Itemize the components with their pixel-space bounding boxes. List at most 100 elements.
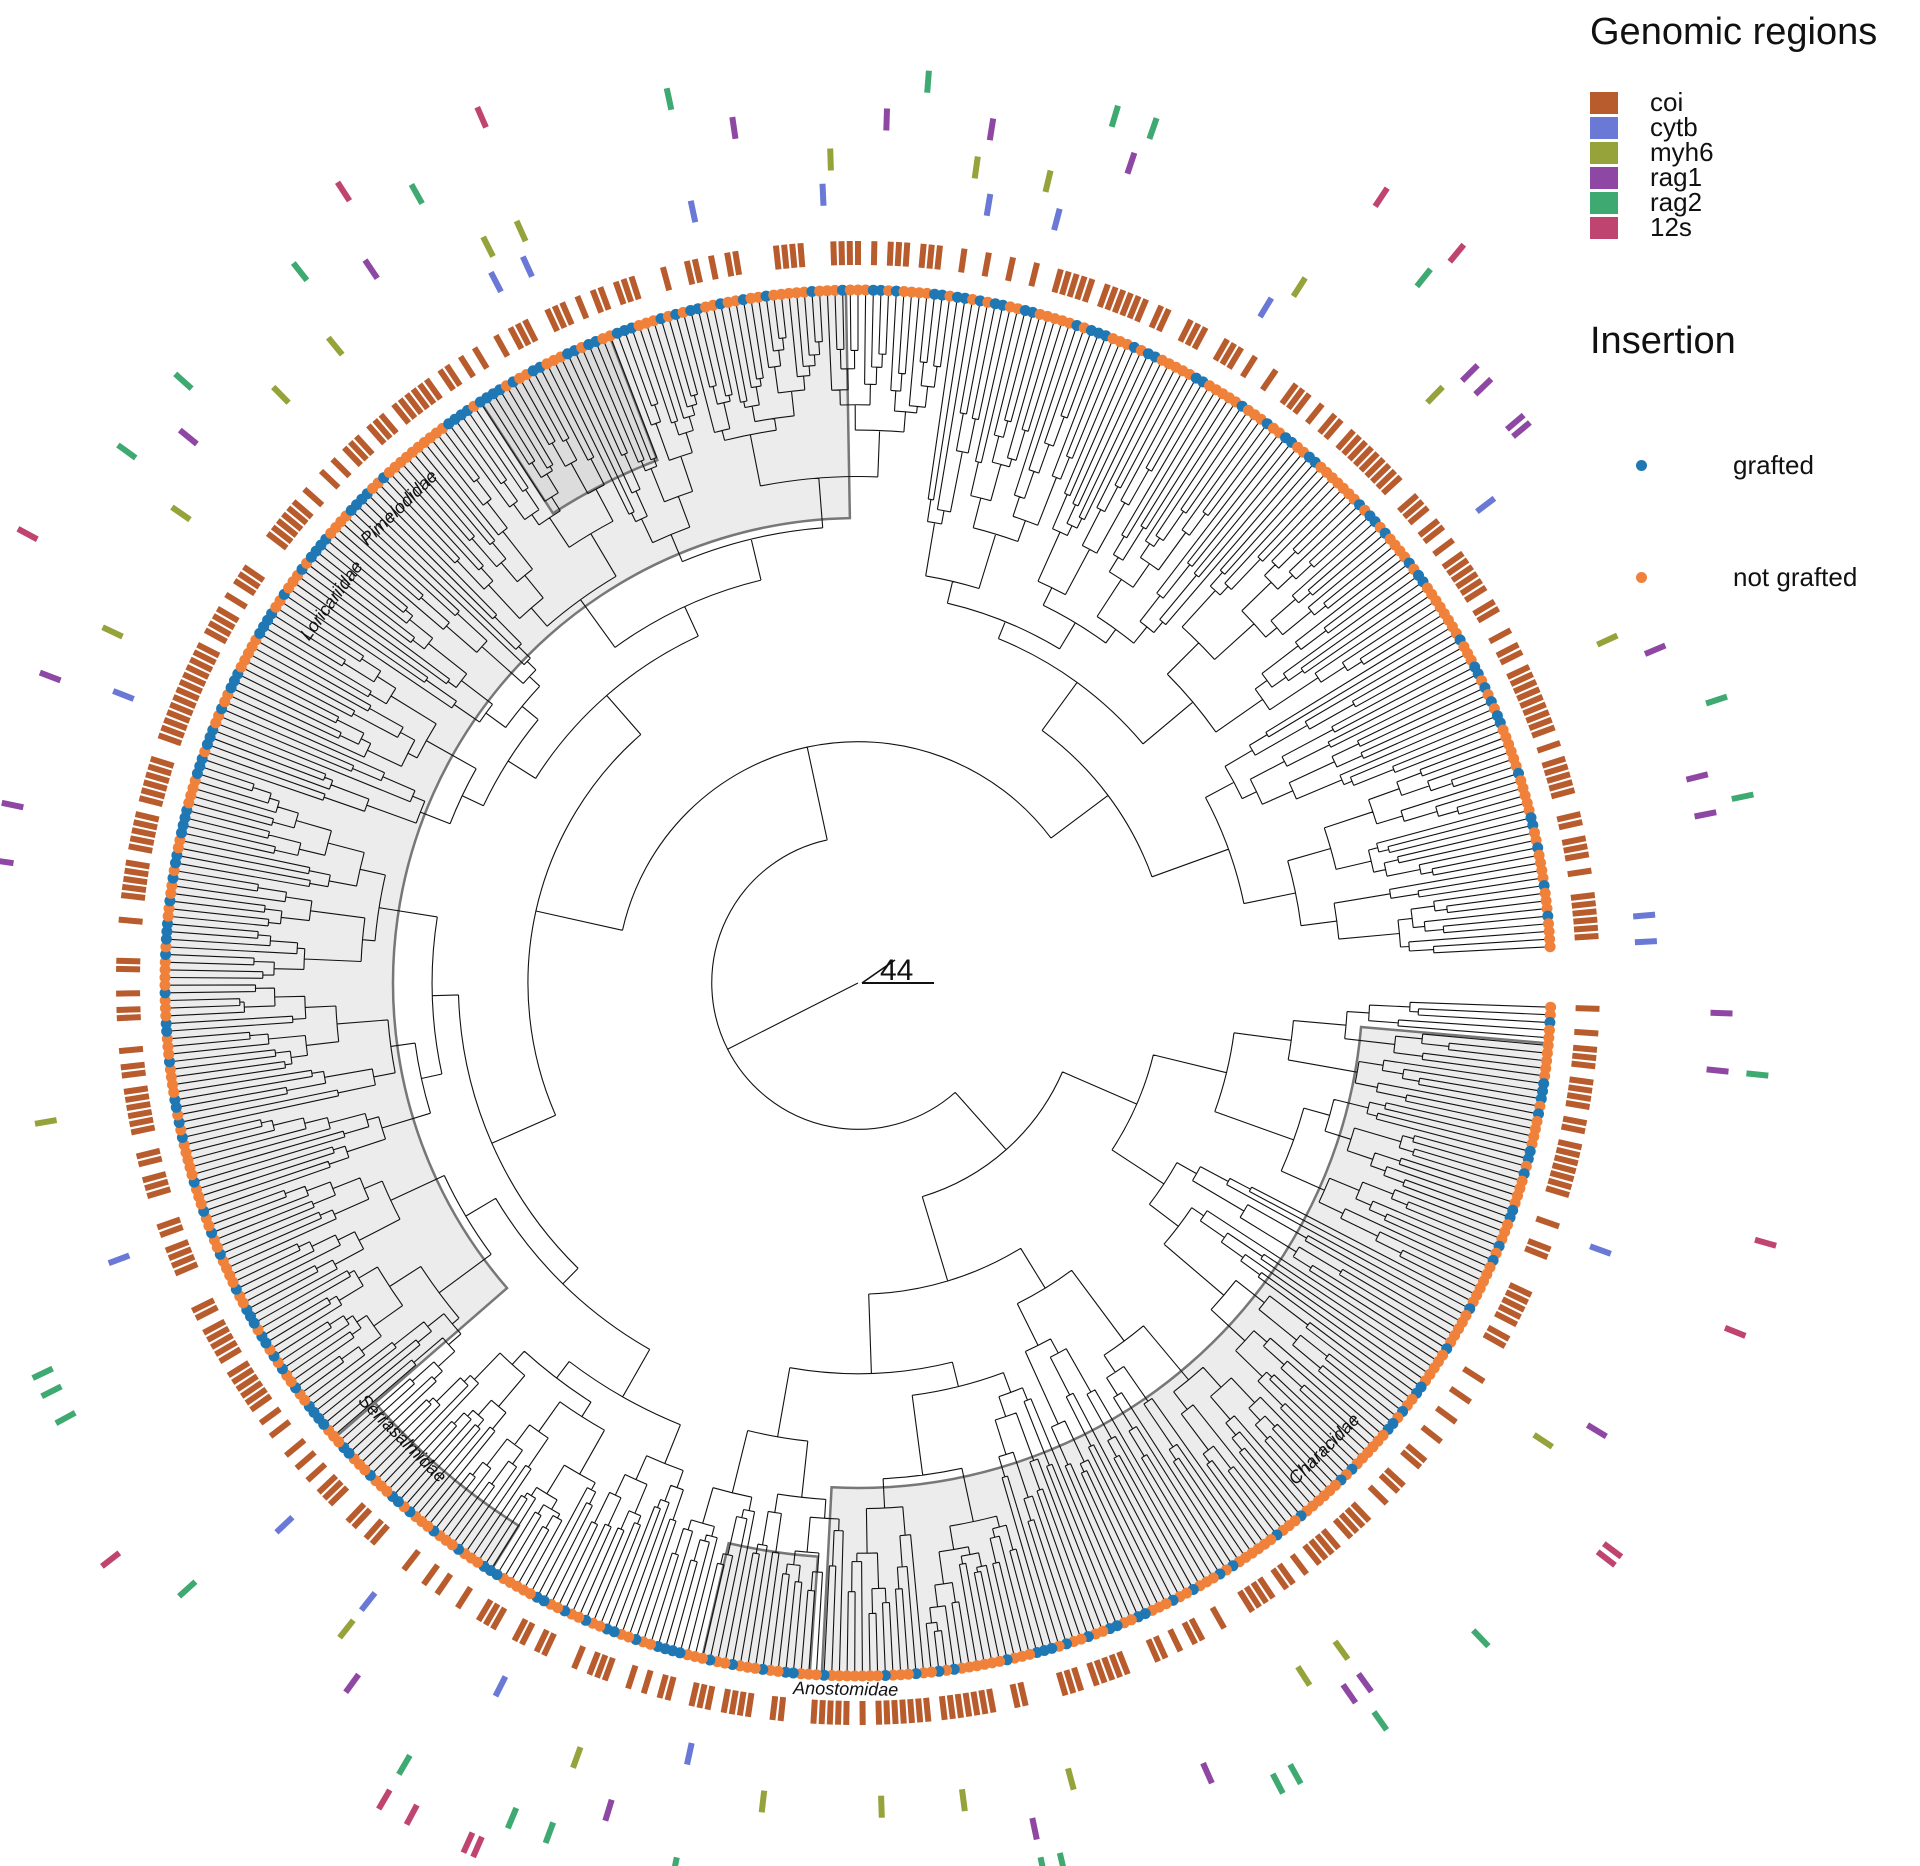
rag1-mark xyxy=(1706,1066,1729,1075)
coi-mark xyxy=(475,1598,494,1623)
coi-mark xyxy=(302,486,325,508)
coi-mark xyxy=(838,241,845,266)
coi-mark xyxy=(1446,557,1470,577)
rag1-mark xyxy=(602,1798,615,1822)
coi-mark xyxy=(1472,598,1496,617)
coi-mark xyxy=(457,354,476,379)
coi-mark xyxy=(116,957,141,965)
coi-mark xyxy=(1219,341,1237,366)
coi-mark xyxy=(559,301,575,326)
tip-not-grafted xyxy=(1544,941,1556,953)
coi-mark xyxy=(281,511,304,532)
rag2-mark xyxy=(54,1410,77,1426)
rag2-mark xyxy=(1371,1710,1390,1732)
coi-mark xyxy=(656,1674,669,1699)
coi-mark xyxy=(455,1585,474,1610)
myh6-mark xyxy=(827,148,834,171)
12s-mark xyxy=(460,1831,476,1854)
cytb-mark xyxy=(1632,911,1656,920)
coi-mark xyxy=(141,1171,167,1184)
coi-mark xyxy=(640,1669,654,1695)
rag1-mark xyxy=(177,427,199,447)
coi-mark xyxy=(131,827,157,839)
coi-mark xyxy=(1188,1617,1206,1642)
coi-mark xyxy=(1509,671,1534,687)
coi-mark xyxy=(1156,307,1172,333)
coi-mark xyxy=(1063,1669,1077,1694)
rag1-mark xyxy=(1585,1422,1608,1439)
coi-mark xyxy=(348,439,369,462)
coi-mark xyxy=(231,1366,255,1385)
coi-mark xyxy=(744,1692,755,1718)
coi-mark xyxy=(1476,606,1501,624)
rag2-mark xyxy=(408,182,425,206)
coi-mark xyxy=(207,620,232,638)
coi-mark xyxy=(1302,1543,1322,1566)
rag1-mark xyxy=(1124,151,1138,175)
coi-mark xyxy=(1119,291,1134,317)
coi-mark xyxy=(215,606,240,624)
myh6-mark xyxy=(1596,632,1619,648)
rag2-mark xyxy=(1146,117,1160,140)
coi-mark xyxy=(720,1688,731,1714)
coi-mark xyxy=(170,1253,196,1269)
coi-mark xyxy=(571,1645,586,1670)
coi-mark xyxy=(1497,1303,1522,1320)
coi-mark xyxy=(923,1697,932,1722)
rag2-mark xyxy=(1287,1763,1304,1786)
coi-mark xyxy=(1212,337,1230,362)
cytb-mark xyxy=(112,688,135,702)
coi-mark xyxy=(1320,1528,1341,1551)
coi-mark xyxy=(789,243,798,269)
coi-mark xyxy=(1555,1146,1581,1159)
legend-label: not grafted xyxy=(1733,561,1858,592)
rag2-mark xyxy=(1037,1856,1046,1866)
coi-mark xyxy=(918,243,927,269)
coi-mark xyxy=(1527,1238,1552,1253)
ring-coi xyxy=(116,240,1600,1726)
coi-mark xyxy=(736,1691,747,1716)
coi-mark xyxy=(1448,1386,1472,1405)
coi-mark xyxy=(1567,1084,1593,1094)
coi-mark xyxy=(126,1101,151,1112)
coi-mark xyxy=(1450,564,1474,583)
coi-mark xyxy=(182,671,207,688)
coi-mark xyxy=(1181,1621,1198,1646)
coi-mark xyxy=(188,656,214,673)
myh6-mark xyxy=(758,1790,768,1813)
cytb-mark xyxy=(492,1675,509,1698)
myh6-mark xyxy=(337,1618,356,1640)
cytb-mark xyxy=(1589,1243,1612,1257)
scale-bar: 44 xyxy=(861,954,934,987)
coi-mark xyxy=(157,732,183,747)
coi-mark xyxy=(1257,1576,1276,1600)
coi-mark xyxy=(1462,1366,1486,1385)
tip-not-grafted xyxy=(159,995,171,1007)
myh6-mark xyxy=(570,1746,584,1769)
coi-mark xyxy=(907,1698,915,1724)
coi-mark xyxy=(137,1155,163,1168)
coi-mark xyxy=(1402,499,1425,520)
coi-mark xyxy=(444,363,463,388)
coi-mark xyxy=(1086,1661,1100,1687)
coi-mark xyxy=(1407,505,1430,526)
coi-mark xyxy=(1574,1028,1599,1037)
12s-mark xyxy=(100,1550,122,1569)
coi-mark xyxy=(1009,1683,1021,1709)
coi-mark xyxy=(1506,664,1531,680)
12s-mark xyxy=(1754,1236,1777,1249)
coi-mark xyxy=(190,1297,216,1314)
ring-rag1 xyxy=(0,108,1733,1841)
coi-mark xyxy=(437,368,456,392)
coi-mark xyxy=(1332,1517,1354,1540)
rag1-mark xyxy=(1511,420,1532,439)
coi-mark xyxy=(797,242,806,268)
coi-mark xyxy=(330,457,352,479)
coi-mark xyxy=(1570,892,1596,901)
coi-mark xyxy=(777,1696,787,1722)
coi-mark xyxy=(1380,474,1403,496)
coi-mark xyxy=(1536,740,1562,754)
coi-mark xyxy=(1524,1245,1549,1260)
clade-highlight xyxy=(700,1541,820,1675)
coi-mark xyxy=(145,771,170,784)
